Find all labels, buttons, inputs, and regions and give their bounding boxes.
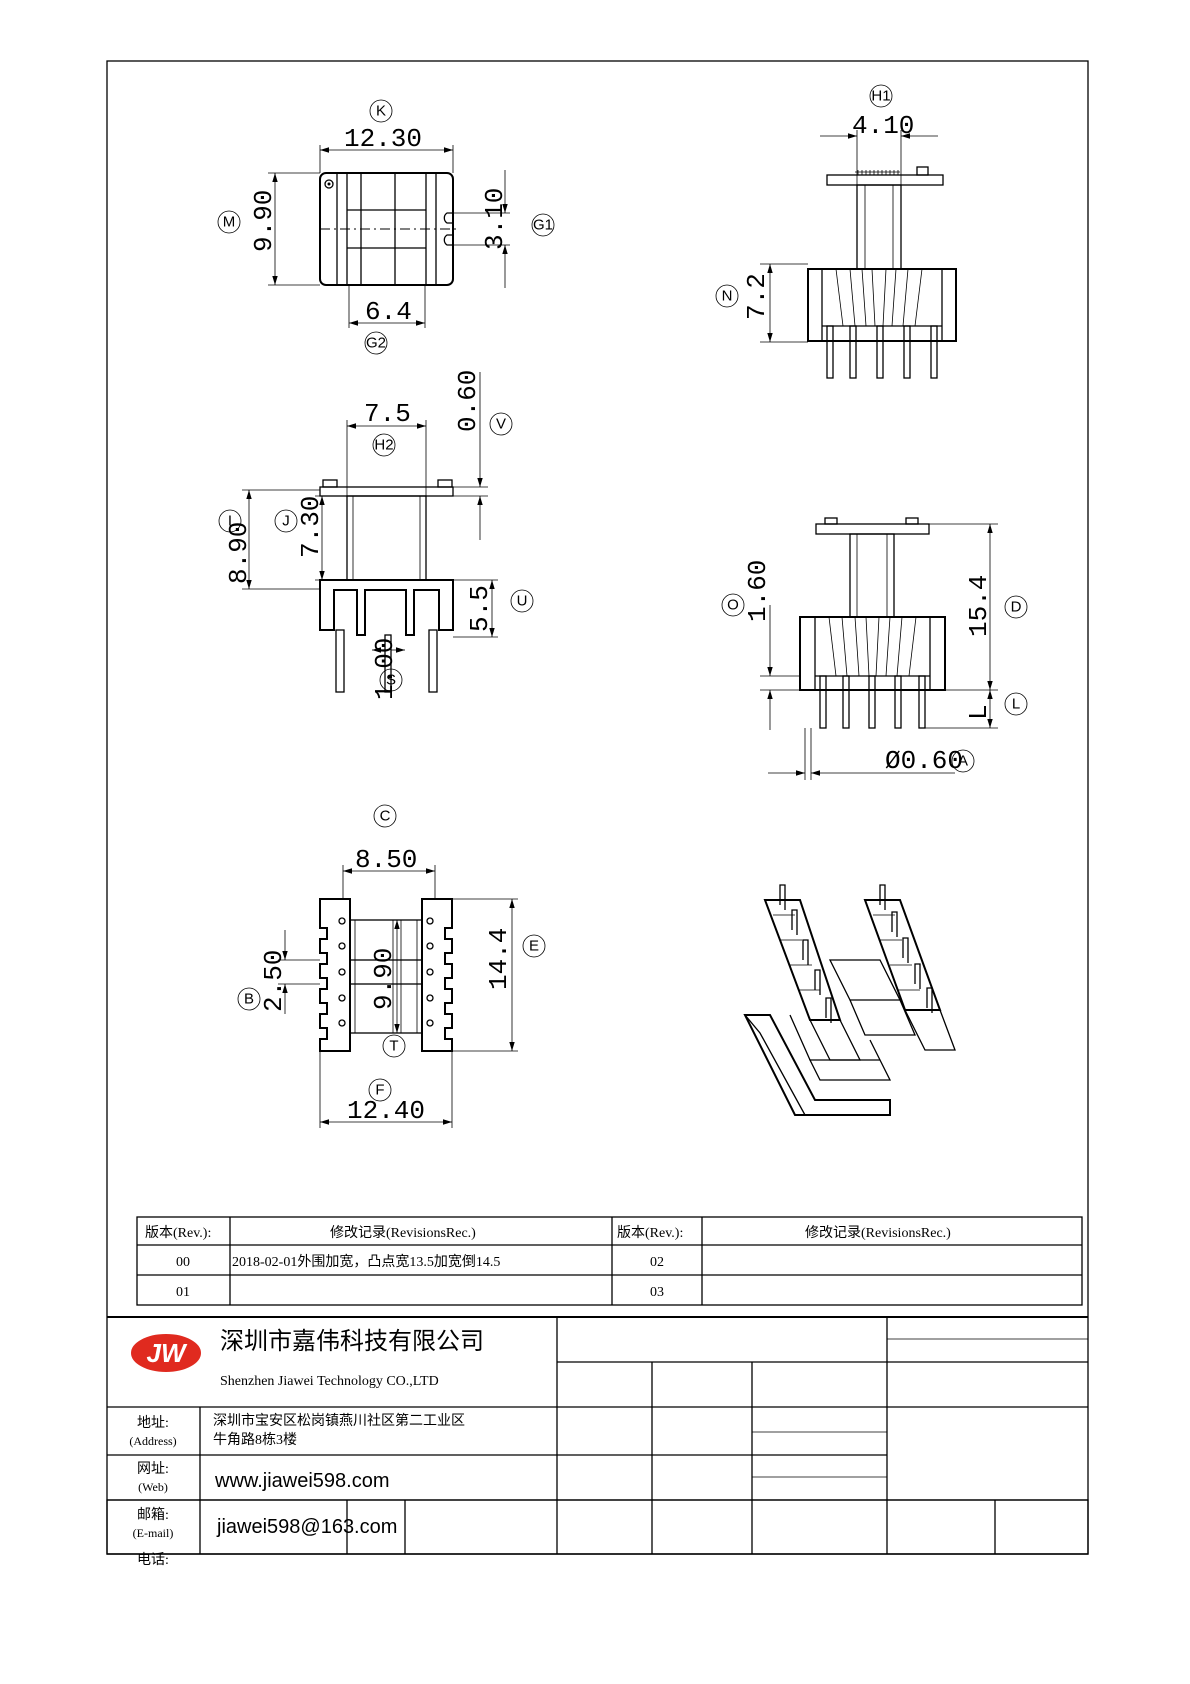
address-label-en: (Address) <box>129 1434 176 1448</box>
dim-o-letter: O <box>727 597 739 614</box>
address-line-1: 深圳市宝安区松岗镇燕川社区第二工业区 <box>213 1412 465 1429</box>
dim-n-value: 7.2 <box>742 273 772 320</box>
dim-g2-value: 6.4 <box>365 297 412 327</box>
rec-header-2: 修改记录(RevisionsRec.) <box>805 1225 951 1241</box>
rev-row-1-rev: 00 <box>176 1255 190 1270</box>
dim-n-letter: N <box>722 288 733 305</box>
dim-v-value: 0.60 <box>453 370 483 432</box>
dim-e-letter: E <box>529 938 539 955</box>
contact-row <box>106 1499 1089 1555</box>
side-view-lower: 1.60 O 15.4 D L L Ø0.60 A <box>721 517 1028 780</box>
dim-c-letter: C <box>380 808 391 825</box>
logo-text: JW <box>147 1338 188 1368</box>
dim-s-letter: S <box>386 672 396 689</box>
dim-a-letter: A <box>958 753 968 770</box>
web-label-en: (Web) <box>138 1480 168 1494</box>
dim-m-letter: M <box>223 214 236 231</box>
rev-row-1-rev2: 02 <box>650 1255 664 1270</box>
dim-k-value: 12.30 <box>344 124 422 154</box>
dim-c-value: 8.50 <box>355 845 417 875</box>
company-name-en: Shenzhen Jiawei Technology CO.,LTD <box>220 1374 439 1389</box>
dim-a-value: Ø0.60 <box>885 746 963 776</box>
dim-d-value: 15.4 <box>964 575 994 637</box>
rev-header-2: 版本(Rev.): <box>617 1225 683 1241</box>
dim-b-value: 2.50 <box>259 950 289 1012</box>
dim-m-value: 9.90 <box>249 190 279 252</box>
address-label: 地址: <box>137 1415 169 1431</box>
rev-row-2-rev: 01 <box>176 1285 190 1300</box>
dim-h2-value: 7.5 <box>364 399 411 429</box>
dim-l-letter: L <box>1012 696 1020 713</box>
dim-l-value: L <box>964 704 994 720</box>
dim-v-letter: V <box>496 416 506 433</box>
isometric-view <box>743 884 956 1116</box>
tel-label: 电话: <box>137 1552 169 1568</box>
front-view-left: 7.5 H2 0.60 V 8.90 I 7.30 J 5.5 U 1 <box>218 370 534 700</box>
dim-u-letter: U <box>517 593 528 610</box>
dim-g1-value: 3.10 <box>480 188 510 250</box>
dim-b-letter: B <box>244 991 254 1008</box>
web-link[interactable]: www.jiawei598.com <box>214 1470 390 1492</box>
rev-row-2-rev2: 03 <box>650 1285 664 1300</box>
dim-u-value: 5.5 <box>465 585 495 632</box>
email-label-en: (E-mail) <box>133 1526 174 1540</box>
dim-d-letter: D <box>1011 599 1022 616</box>
email-link[interactable]: jiawei598@163.com <box>216 1516 397 1538</box>
dim-h2-letter: H2 <box>374 437 393 454</box>
rev-header-1: 版本(Rev.): <box>145 1225 211 1241</box>
dim-j-letter: J <box>282 513 290 530</box>
dim-k-letter: K <box>376 103 386 120</box>
top-view: 12.30 K 9.90 M 3.10 G1 6.4 G2 <box>217 99 555 355</box>
web-label: 网址: <box>137 1461 169 1477</box>
side-view-right: 4.10 H1 7.2 N <box>715 84 957 379</box>
rev-row-1-rec: 2018-02-01外围加宽，凸点宽13.5加宽倒14.5 <box>232 1253 500 1270</box>
company-name-cn: 深圳市嘉伟科技有限公司 <box>220 1327 484 1355</box>
dim-g1-letter: G1 <box>533 217 553 234</box>
logo-badge <box>129 1332 203 1374</box>
address-line-2: 牛角路8栋3楼 <box>213 1431 297 1448</box>
dim-g2-letter: G2 <box>366 335 386 352</box>
dim-f-value: 12.40 <box>347 1096 425 1126</box>
dim-t-letter: T <box>389 1038 398 1055</box>
dim-o-value: 1.60 <box>743 560 773 622</box>
revision-table: 版本(Rev.): 修改记录(RevisionsRec.) 版本(Rev.): … <box>136 1216 1083 1306</box>
dim-h1-value: 4.10 <box>852 111 914 141</box>
dim-t-value: 9.90 <box>369 948 399 1010</box>
rec-header-1: 修改记录(RevisionsRec.) <box>330 1225 476 1241</box>
dim-h1-letter: H1 <box>871 88 890 105</box>
dim-j-value: 7.30 <box>296 496 326 558</box>
bottom-view: 8.50 C 14.4 E 2.50 B 9.90 T 12.40 F <box>237 804 546 1128</box>
dim-i-letter: I <box>228 513 232 530</box>
dim-f-letter: F <box>375 1082 384 1099</box>
email-label: 邮箱: <box>137 1507 169 1523</box>
dim-e-value: 14.4 <box>484 928 514 990</box>
